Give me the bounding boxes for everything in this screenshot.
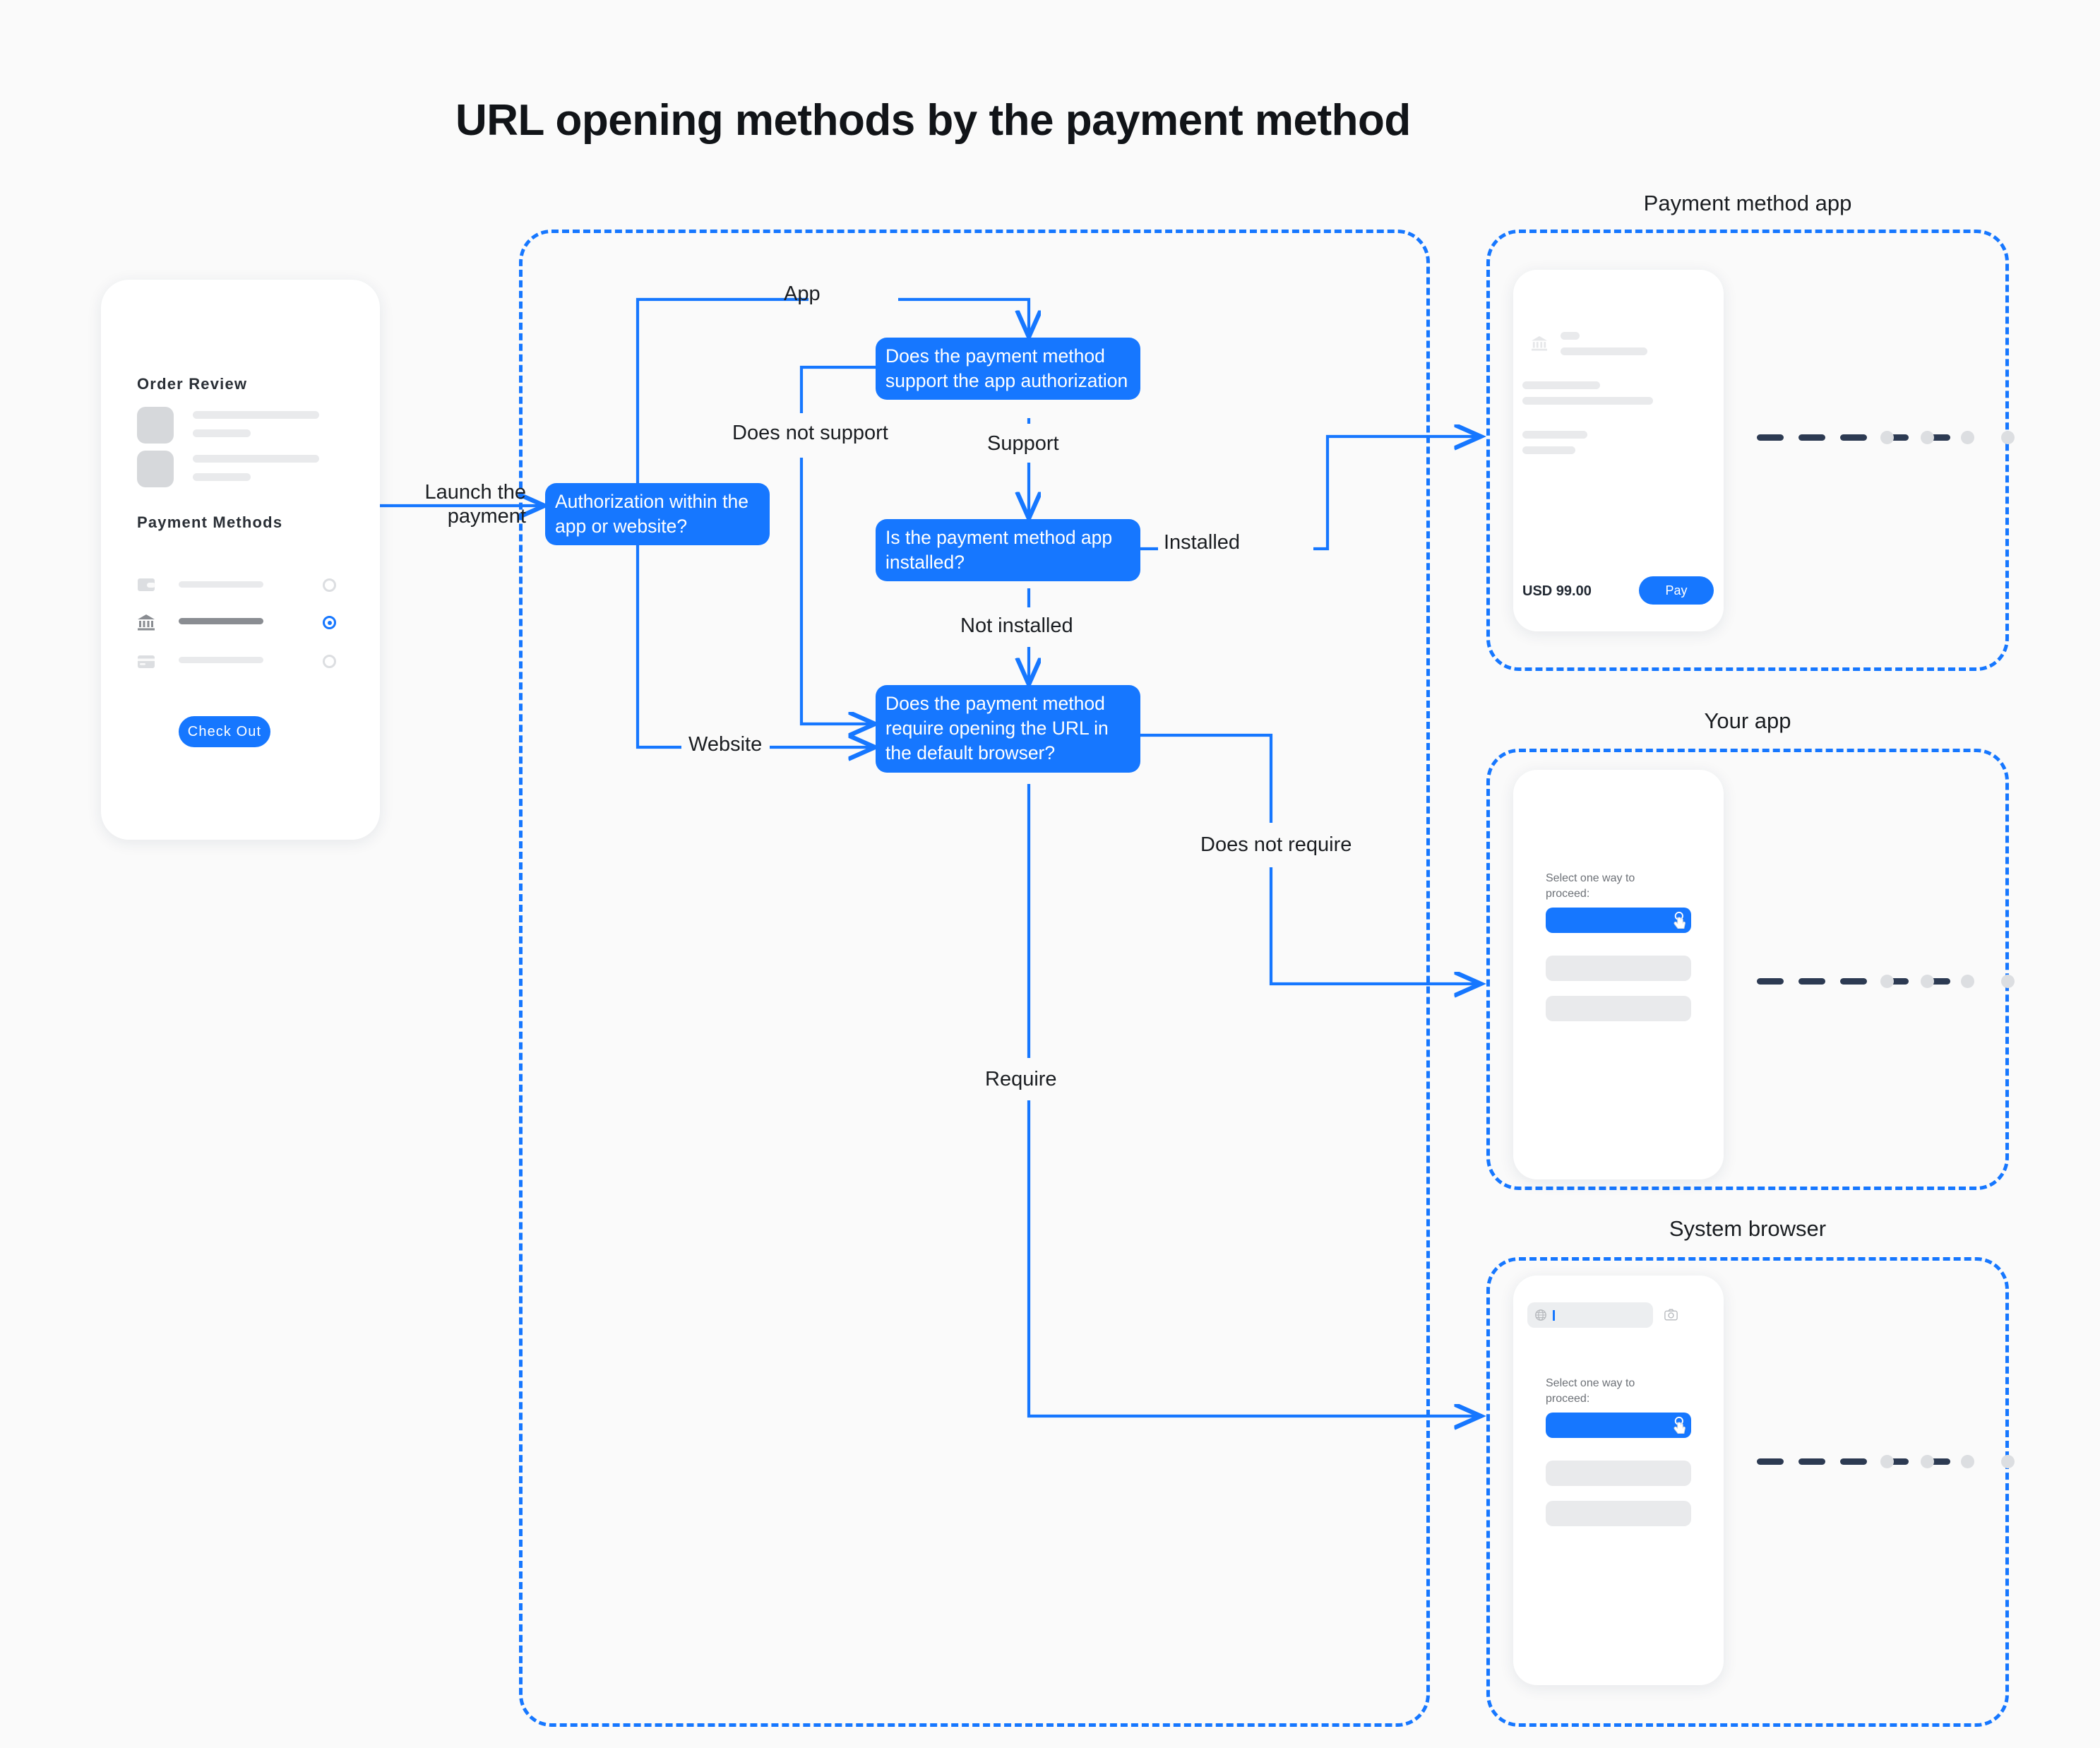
proceed-option[interactable] (1546, 1461, 1691, 1486)
proceed-option-selected[interactable] (1546, 908, 1691, 933)
system-browser-lane (1486, 1257, 2009, 1727)
order-item-thumbnail (137, 407, 174, 444)
proceed-option-selected[interactable] (1546, 1413, 1691, 1438)
camera-icon[interactable] (1664, 1309, 1678, 1321)
flow-dot-decoration (1880, 431, 2015, 444)
edge-label-app: App (784, 283, 821, 305)
order-item-title-placeholder (193, 411, 319, 419)
tap-hand-icon (1674, 1416, 1686, 1434)
proceed-option[interactable] (1546, 996, 1691, 1021)
edge-label-website: Website (688, 733, 763, 756)
text-cursor (1553, 1310, 1555, 1321)
payment-method-label-placeholder (179, 581, 263, 588)
flow-dot-decoration (1880, 1455, 2015, 1468)
payment-method-radio-selected[interactable] (323, 616, 336, 629)
flow-dot-decoration (1880, 975, 2015, 988)
merchant-name-placeholder (1561, 332, 1580, 340)
globe-icon (1535, 1309, 1546, 1321)
address-bar[interactable] (1527, 1302, 1653, 1328)
edge-label-support: Support (987, 432, 1059, 455)
payment-method-label-placeholder (179, 657, 263, 663)
edge-label-require: Require (985, 1068, 1057, 1090)
system-browser-lane-title: System browser (1669, 1216, 1827, 1241)
flow-dash-decoration (1757, 978, 1950, 985)
detail-line-placeholder (1522, 397, 1653, 405)
tap-hand-icon (1674, 911, 1686, 929)
your-app-lane (1486, 749, 2009, 1190)
node-is-app-installed[interactable]: Is the payment method app installed? (876, 519, 1140, 582)
select-one-way-label: Select one way to proceed: (1546, 1377, 1635, 1405)
page-title: URL opening methods by the payment metho… (455, 96, 1411, 145)
edge-label-launch-the-payment: Launch the payment (424, 481, 526, 528)
system-browser-phone-mockup: Select one way to proceed: (1513, 1276, 1724, 1685)
flow-dash-decoration (1757, 1458, 1950, 1465)
detail-line-placeholder (1522, 446, 1575, 454)
edge-label-does-not-support: Does not support (732, 422, 888, 444)
proceed-option[interactable] (1546, 1501, 1691, 1526)
bank-icon (1532, 335, 1547, 351)
edge-label-does-not-require: Does not require (1200, 833, 1352, 856)
order-item-sub-placeholder (193, 429, 251, 437)
payment-method-app-lane-title: Payment method app (1643, 191, 1852, 215)
payment-method-app-lane (1486, 230, 2009, 671)
wallet-icon (138, 578, 155, 591)
flow-dash-decoration (1757, 434, 1950, 441)
order-item-title-placeholder (193, 455, 319, 463)
proceed-option[interactable] (1546, 956, 1691, 981)
detail-line-placeholder (1522, 381, 1600, 389)
order-item-sub-placeholder (193, 473, 251, 481)
detail-line-placeholder (1522, 431, 1587, 439)
amount-value: USD 99.00 (1522, 583, 1592, 599)
your-app-lane-title: Your app (1704, 708, 1791, 733)
check-out-button[interactable]: Check Out (179, 716, 270, 747)
bank-icon (138, 614, 155, 631)
node-supports-app-authorization[interactable]: Does the payment method support the app … (876, 338, 1140, 400)
payment-method-radio[interactable] (323, 655, 336, 668)
edge-label-installed: Installed (1164, 531, 1241, 554)
order-review-heading: Order Review (137, 375, 248, 393)
payment-method-label-placeholder (179, 618, 263, 624)
card-icon (138, 655, 155, 668)
payment-method-radio[interactable] (323, 578, 336, 592)
flow-lane (519, 230, 1430, 1727)
select-one-way-label: Select one way to proceed: (1546, 872, 1635, 900)
checkout-phone-mockup: Order Review Payment Methods (101, 280, 380, 840)
node-authorization-within-app-or-website[interactable]: Authorization within the app or website? (545, 483, 770, 546)
payment-method-app-phone-mockup: USD 99.00 Pay (1513, 270, 1724, 631)
edge-label-not-installed: Not installed (960, 614, 1073, 637)
node-requires-default-browser[interactable]: Does the payment method require opening … (876, 685, 1140, 773)
pay-button[interactable]: Pay (1639, 576, 1714, 605)
your-app-phone-mockup: Select one way to proceed: (1513, 770, 1724, 1179)
merchant-detail-placeholder (1561, 347, 1647, 355)
order-item-thumbnail (137, 451, 174, 487)
payment-methods-heading: Payment Methods (137, 513, 283, 531)
